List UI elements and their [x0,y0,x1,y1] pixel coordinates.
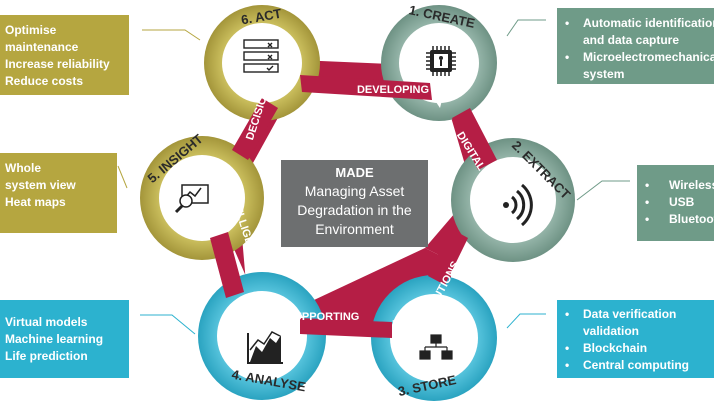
box-extract: Wireless USB Bluetooth [637,165,714,241]
center-line: Managing Asset [304,183,405,199]
area-chart-icon [247,331,283,364]
band-label-supporting: SUPPORTING [287,311,360,323]
checklist-icon [243,39,279,73]
wireless-signal-icon [503,183,533,227]
box-analyse-line: Life prediction [5,349,88,363]
band-label-developing: DEVELOPING [357,84,429,96]
box-act-line: Increase reliability [5,57,110,71]
center-title-box: MADE Managing Asset Degradation in the E… [281,160,428,247]
center-title: MADE [335,165,374,180]
box-act-line: Optimise [5,23,57,37]
box-analyse: Virtual models Machine learning Life pre… [0,300,129,378]
stage-act-label: 6. ACT [240,6,283,28]
box-insight-line: Heat maps [5,195,66,209]
box-insight-line: Whole [5,161,41,175]
ring-insight [140,136,264,260]
box-insight: Whole system view Heat maps [0,153,117,233]
box-act: Optimise maintenance Increase reliabilit… [0,15,129,95]
box-extract-item: Wireless [637,177,714,194]
box-act-line: Reduce costs [5,74,84,88]
box-analyse-line: Machine learning [5,332,104,346]
box-extract-item: USB [637,194,714,211]
network-icon [419,334,453,360]
ring-act [204,5,320,121]
center-line: Degradation in the [297,202,412,218]
leader-lines [117,19,630,335]
magnifier-chart-icon [174,184,209,214]
box-store-item: Central computing [557,357,714,374]
center-line: Environment [315,221,394,237]
ring-analyse [198,272,326,400]
box-store-item: Blockchain [557,340,714,357]
box-insight-line: system view [5,178,76,192]
chip-icon [426,46,456,76]
box-extract-item: Bluetooth [637,211,714,228]
box-analyse-line: Virtual models [5,315,88,329]
box-act-line: maintenance [5,40,79,54]
